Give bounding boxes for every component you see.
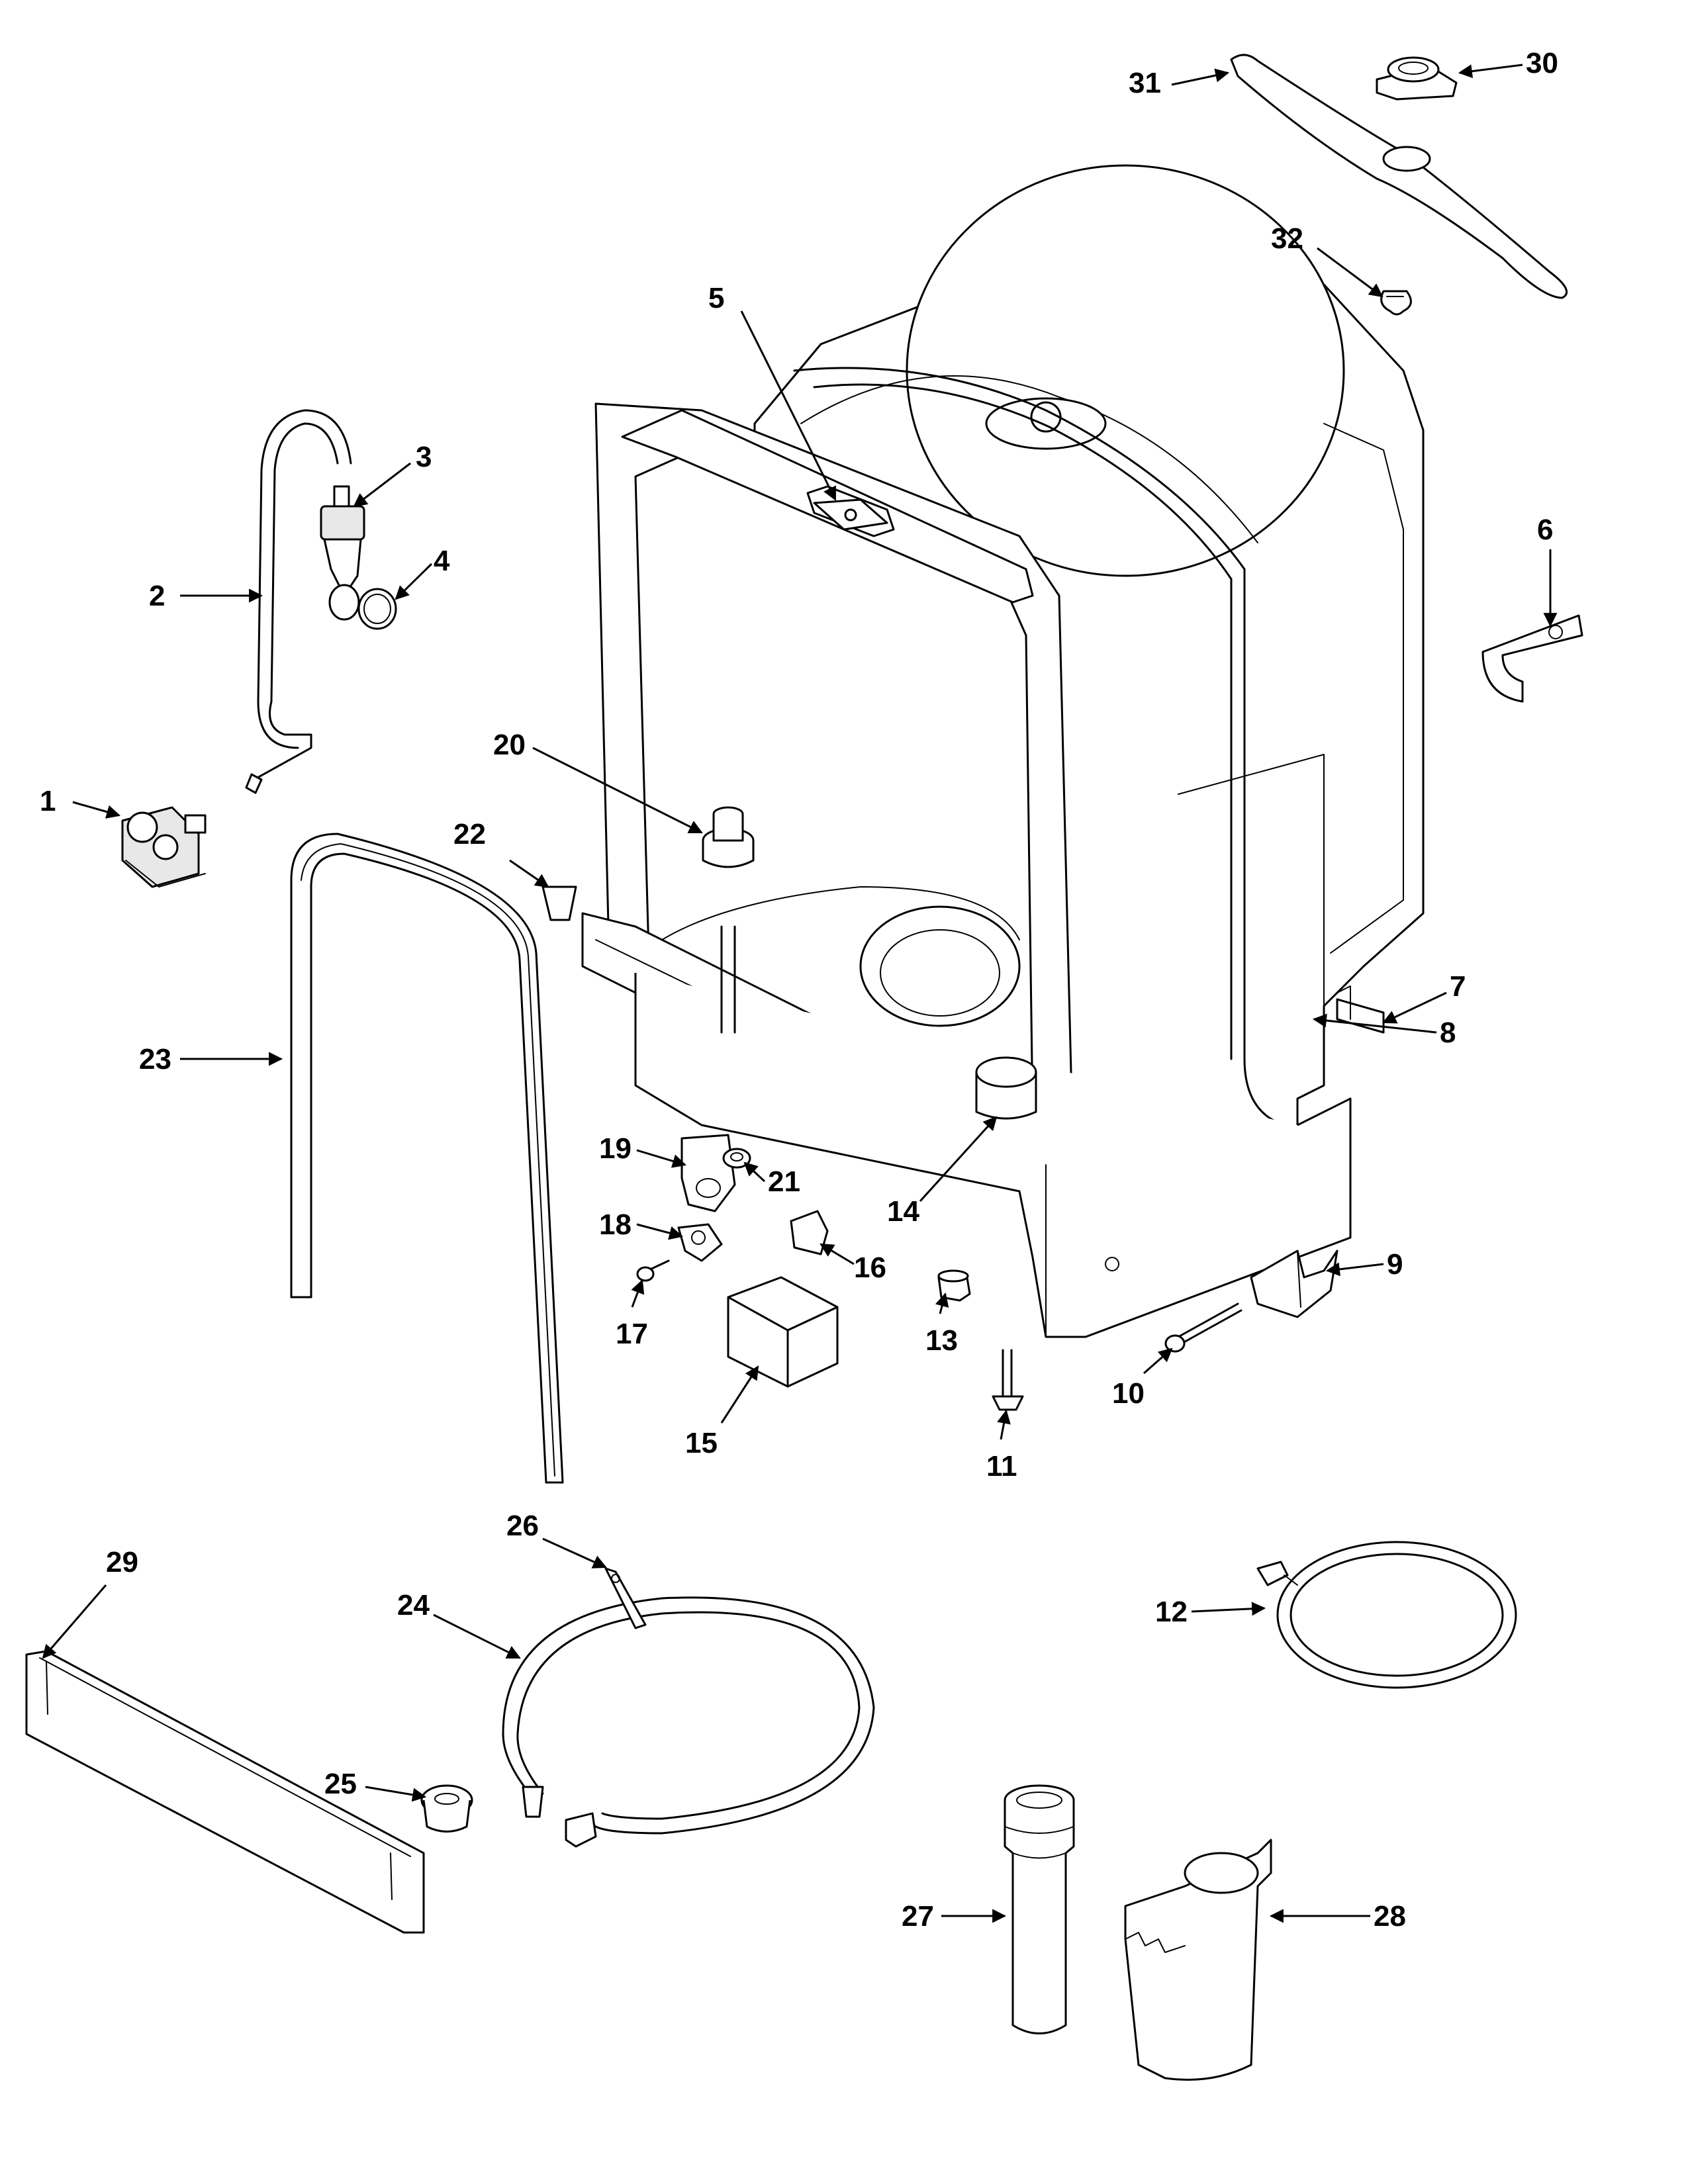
part-6-clamp — [1481, 614, 1583, 703]
part-4-o-ring — [357, 588, 397, 630]
callout-5: 5 — [708, 282, 724, 314]
callout-1: 1 — [40, 785, 56, 817]
callout-labels: 1 2 3 4 5 6 7 8 9 10 11 12 13 14 15 16 1… — [40, 47, 1558, 1933]
part-12-float-ring — [1256, 1541, 1517, 1689]
callout-27: 27 — [902, 1900, 934, 1933]
part-17-screw — [636, 1259, 670, 1282]
part-18-latch-clip — [677, 1223, 723, 1262]
callout-21: 21 — [768, 1165, 800, 1198]
part-3-flow-meter — [320, 485, 365, 621]
part-26-element-clamp — [604, 1567, 647, 1629]
part-31-upper-spray-arm — [1230, 54, 1568, 299]
callout-17: 17 — [616, 1318, 648, 1350]
part-23-door-gasket — [290, 833, 564, 1484]
callout-16: 16 — [854, 1251, 886, 1284]
part-13-bumper — [937, 1269, 971, 1302]
callout-23: 23 — [139, 1043, 171, 1075]
part-30-spray-arm-nut — [1376, 56, 1458, 101]
callout-7: 7 — [1450, 970, 1466, 1003]
callout-10: 10 — [1112, 1377, 1145, 1410]
callout-25: 25 — [324, 1768, 357, 1800]
part-29-toe-kick-panel — [25, 1650, 425, 1934]
callout-11: 11 — [986, 1450, 1017, 1482]
callout-2: 2 — [149, 580, 165, 612]
callout-28: 28 — [1374, 1900, 1406, 1933]
part-2-inlet-hose — [245, 409, 352, 794]
part-7-bracket — [1336, 985, 1385, 1034]
callout-13: 13 — [925, 1324, 958, 1357]
part-28-filter-cover — [1124, 1839, 1272, 2081]
part-27-filter-tube — [1004, 1784, 1075, 2034]
part-1-water-valve — [121, 806, 207, 888]
callout-26: 26 — [506, 1510, 539, 1542]
part-25-element-nut — [420, 1784, 473, 1833]
part-20-wash-arm-hub — [702, 806, 755, 868]
part-5-bracket — [813, 498, 888, 531]
part-15-control-box — [727, 1276, 839, 1388]
part-19-strike-bracket — [680, 1134, 736, 1212]
part-10-screw — [1164, 1302, 1243, 1353]
part-24-heating-element — [502, 1596, 875, 1848]
callout-leaders — [42, 64, 1558, 1923]
callout-24: 24 — [397, 1589, 430, 1621]
callout-20: 20 — [493, 729, 526, 761]
callout-19: 19 — [599, 1132, 632, 1165]
callout-31: 31 — [1129, 67, 1161, 99]
callout-9: 9 — [1387, 1248, 1403, 1281]
callout-30: 30 — [1526, 47, 1558, 79]
part-32-clip — [1380, 290, 1412, 316]
callout-14: 14 — [887, 1195, 919, 1228]
callout-29: 29 — [106, 1546, 138, 1578]
tub-assembly — [581, 164, 1425, 1338]
callout-6: 6 — [1537, 514, 1553, 546]
callout-22: 22 — [453, 818, 486, 850]
part-16-switch — [790, 1210, 829, 1255]
callout-4: 4 — [434, 545, 450, 577]
callout-15: 15 — [685, 1427, 718, 1459]
part-11-leveling-leg — [992, 1349, 1024, 1411]
part-21-grommet — [722, 1148, 751, 1169]
callout-3: 3 — [416, 441, 432, 473]
part-9-mounting-bracket — [1250, 1250, 1338, 1318]
callout-18: 18 — [599, 1208, 632, 1241]
callout-12: 12 — [1155, 1596, 1188, 1628]
callout-32: 32 — [1271, 222, 1303, 255]
callout-8: 8 — [1440, 1017, 1456, 1049]
part-22-clip — [541, 886, 577, 921]
